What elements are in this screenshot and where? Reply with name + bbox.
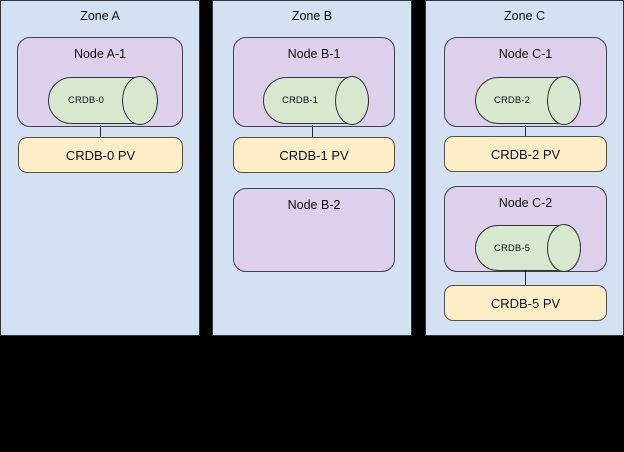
database-cylinder-crdb-2[interactable]: CRDB-2 — [475, 76, 581, 125]
database-label-crdb-1: CRDB-1 — [282, 95, 318, 106]
database-cylinder-crdb-5[interactable]: CRDB-5 — [475, 224, 581, 272]
pv-crdb-2-label: CRDB-2 PV — [490, 146, 561, 162]
zone-b-title: Zone B — [291, 9, 333, 23]
pv-crdb-2[interactable]: CRDB-2 PV — [444, 136, 607, 172]
node-c-1-title: Node C-1 — [498, 47, 553, 61]
node-b-2-title: Node B-2 — [287, 198, 341, 212]
pv-crdb-1-label: CRDB-1 PV — [279, 147, 349, 163]
pv-crdb-5[interactable]: CRDB-5 PV — [444, 285, 607, 321]
pv-crdb-5-label: CRDB-5 PV — [490, 295, 561, 311]
cylinder-cap — [335, 76, 369, 125]
zone-a-title: Zone A — [80, 9, 120, 23]
connector-node-c-2-to-pv — [525, 270, 527, 285]
database-label-crdb-0: CRDB-0 — [68, 95, 104, 106]
pv-crdb-1[interactable]: CRDB-1 PV — [233, 137, 395, 173]
zone-a[interactable]: Zone A Node A-1 CRDB-0 CRDB-0 PV — [0, 0, 200, 336]
pv-crdb-0[interactable]: CRDB-0 PV — [18, 137, 183, 173]
node-c-2-title: Node C-2 — [498, 196, 553, 210]
zone-c[interactable]: Zone C Node C-1 CRDB-2 CRDB-2 PV Node C-… — [425, 0, 624, 336]
database-cylinder-crdb-1[interactable]: CRDB-1 — [263, 76, 369, 125]
node-c-2[interactable]: Node C-2 CRDB-5 — [444, 186, 607, 272]
pv-crdb-0-label: CRDB-0 PV — [65, 147, 136, 163]
cylinder-cap — [547, 76, 581, 125]
node-b-2[interactable]: Node B-2 — [233, 188, 395, 272]
database-label-crdb-2: CRDB-2 — [494, 95, 530, 106]
node-a-1[interactable]: Node A-1 CRDB-0 — [17, 37, 183, 127]
node-c-1[interactable]: Node C-1 CRDB-2 — [444, 37, 607, 127]
node-b-1[interactable]: Node B-1 CRDB-1 — [233, 37, 395, 127]
database-cylinder-crdb-0[interactable]: CRDB-0 — [48, 76, 158, 125]
cylinder-cap — [547, 224, 581, 272]
zone-b[interactable]: Zone B Node B-1 CRDB-1 CRDB-1 PV Node B-… — [212, 0, 412, 336]
cylinder-cap — [122, 76, 158, 125]
zone-c-title: Zone C — [504, 9, 545, 23]
connector-node-b-1-to-pv — [312, 125, 314, 139]
database-label-crdb-5: CRDB-5 — [494, 242, 530, 254]
connector-node-c-1-to-pv — [525, 125, 527, 137]
connector-node-a-1-to-pv — [100, 125, 102, 139]
node-a-1-title: Node A-1 — [73, 47, 127, 61]
node-b-1-title: Node B-1 — [287, 47, 341, 61]
